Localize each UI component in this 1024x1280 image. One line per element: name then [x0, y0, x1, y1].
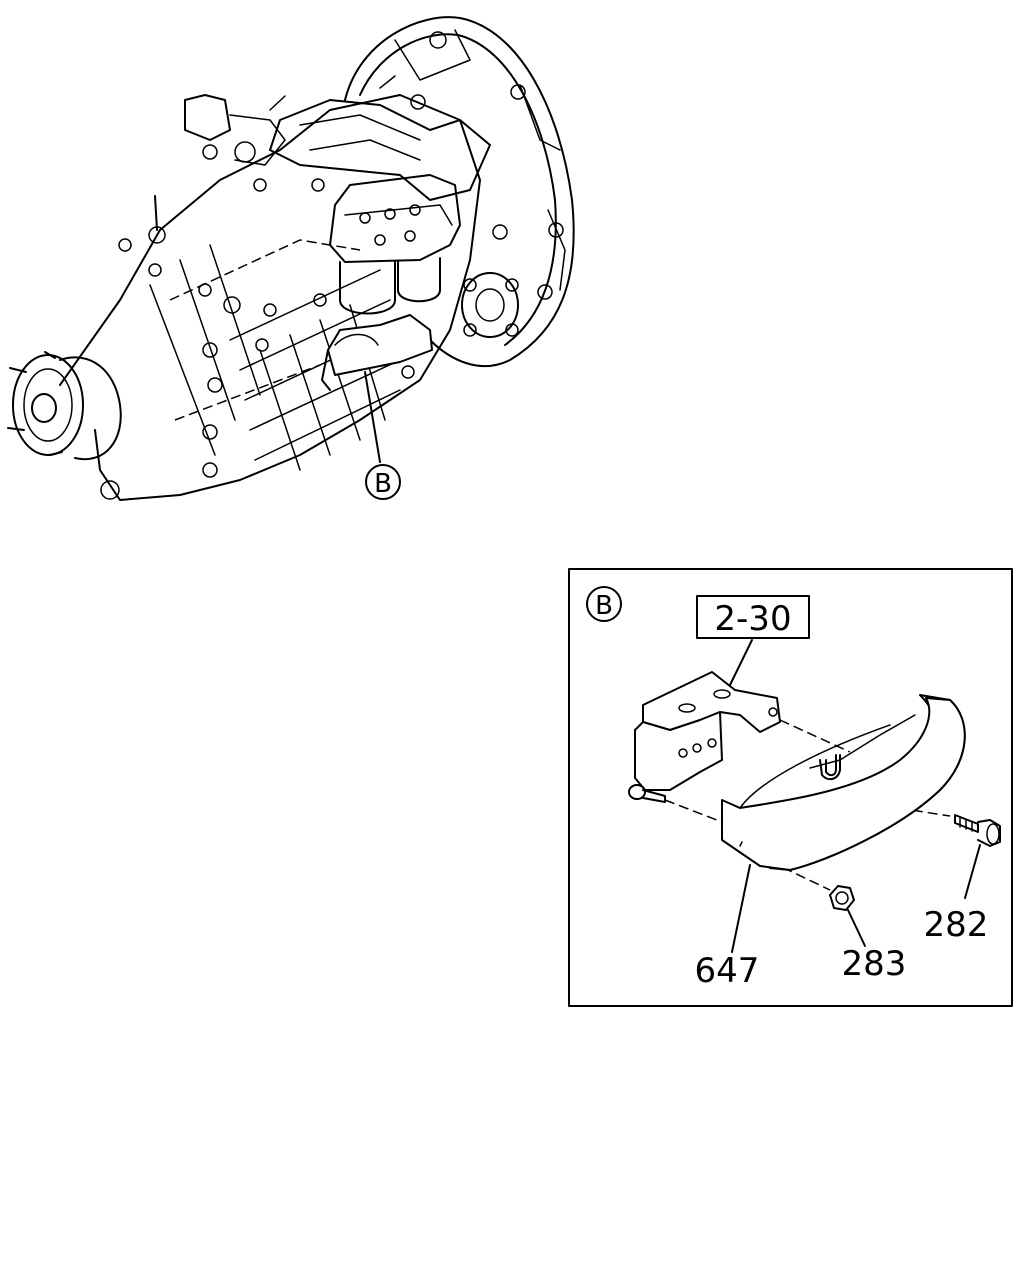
detail-view-callout: B	[586, 586, 622, 622]
detail-view-b: B 2-30	[568, 568, 1013, 1007]
detail-view-callout-label: B	[595, 591, 613, 621]
reference-box: 2-30	[696, 595, 810, 686]
part-label-282: 282	[924, 905, 989, 945]
transmission-assembly	[7, 16, 575, 501]
reference-box-label: 2-30	[714, 599, 791, 639]
detail-view-frame	[568, 568, 1013, 1007]
part-label-647: 647	[695, 951, 760, 991]
main-view-callout-label: B	[374, 469, 392, 499]
bolt-282	[954, 814, 1001, 899]
heat-guard	[721, 694, 966, 953]
mounting-bracket	[628, 671, 781, 803]
part-label-283: 283	[842, 944, 907, 984]
main-view-callout: B	[365, 464, 401, 500]
nut-283	[829, 885, 866, 947]
